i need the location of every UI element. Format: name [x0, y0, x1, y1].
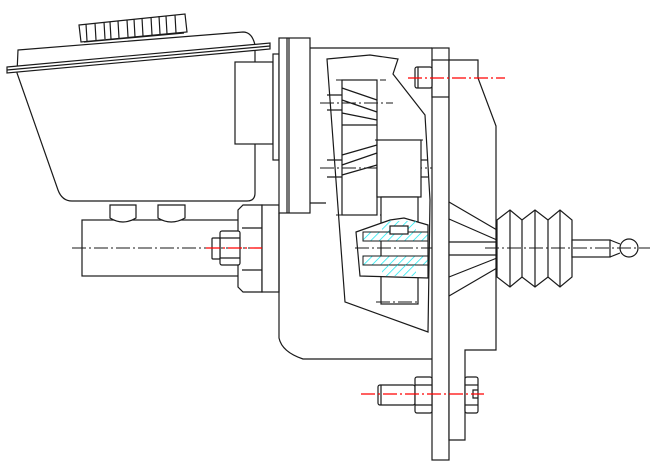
drawing-line	[278, 37, 311, 214]
drawing-line	[376, 139, 422, 198]
hatch-area	[362, 255, 429, 266]
mounting-plate	[408, 47, 505, 461]
sectioned-coupling	[355, 217, 429, 279]
bottom-bolt	[377, 376, 479, 414]
drawing-line	[389, 225, 409, 235]
fluid-reservoir	[6, 13, 271, 202]
drawing-line	[6, 45, 271, 71]
drawing-line	[341, 87, 378, 176]
drawing-line	[609, 239, 621, 258]
drawing-line	[83, 32, 185, 43]
reservoir-port-front	[109, 204, 137, 223]
adapter-flange	[234, 37, 311, 214]
bottom-bolt-nut	[414, 376, 433, 414]
reservoir-port-rear	[157, 204, 186, 223]
drawing-line	[327, 94, 342, 178]
push-rod-cone	[448, 201, 498, 297]
drawing-line	[78, 13, 188, 43]
master-cylinder	[72, 204, 280, 293]
drawing-line	[341, 79, 378, 216]
housing-cavity	[326, 54, 431, 333]
reservoir-body	[16, 31, 256, 202]
drawing-line	[448, 59, 497, 441]
hatch-area	[382, 265, 416, 276]
drawing-line	[278, 47, 432, 360]
drawing-line	[85, 14, 177, 42]
drawing-line	[261, 204, 280, 293]
drawing-line	[448, 201, 498, 297]
drawing-line	[431, 47, 450, 461]
drawing-line	[234, 61, 274, 145]
gear-housing	[278, 47, 432, 360]
reservoir-cap	[78, 13, 188, 43]
bottom-bolt-head	[464, 376, 479, 414]
drawing-line	[272, 53, 280, 161]
drawing-line	[377, 384, 416, 406]
